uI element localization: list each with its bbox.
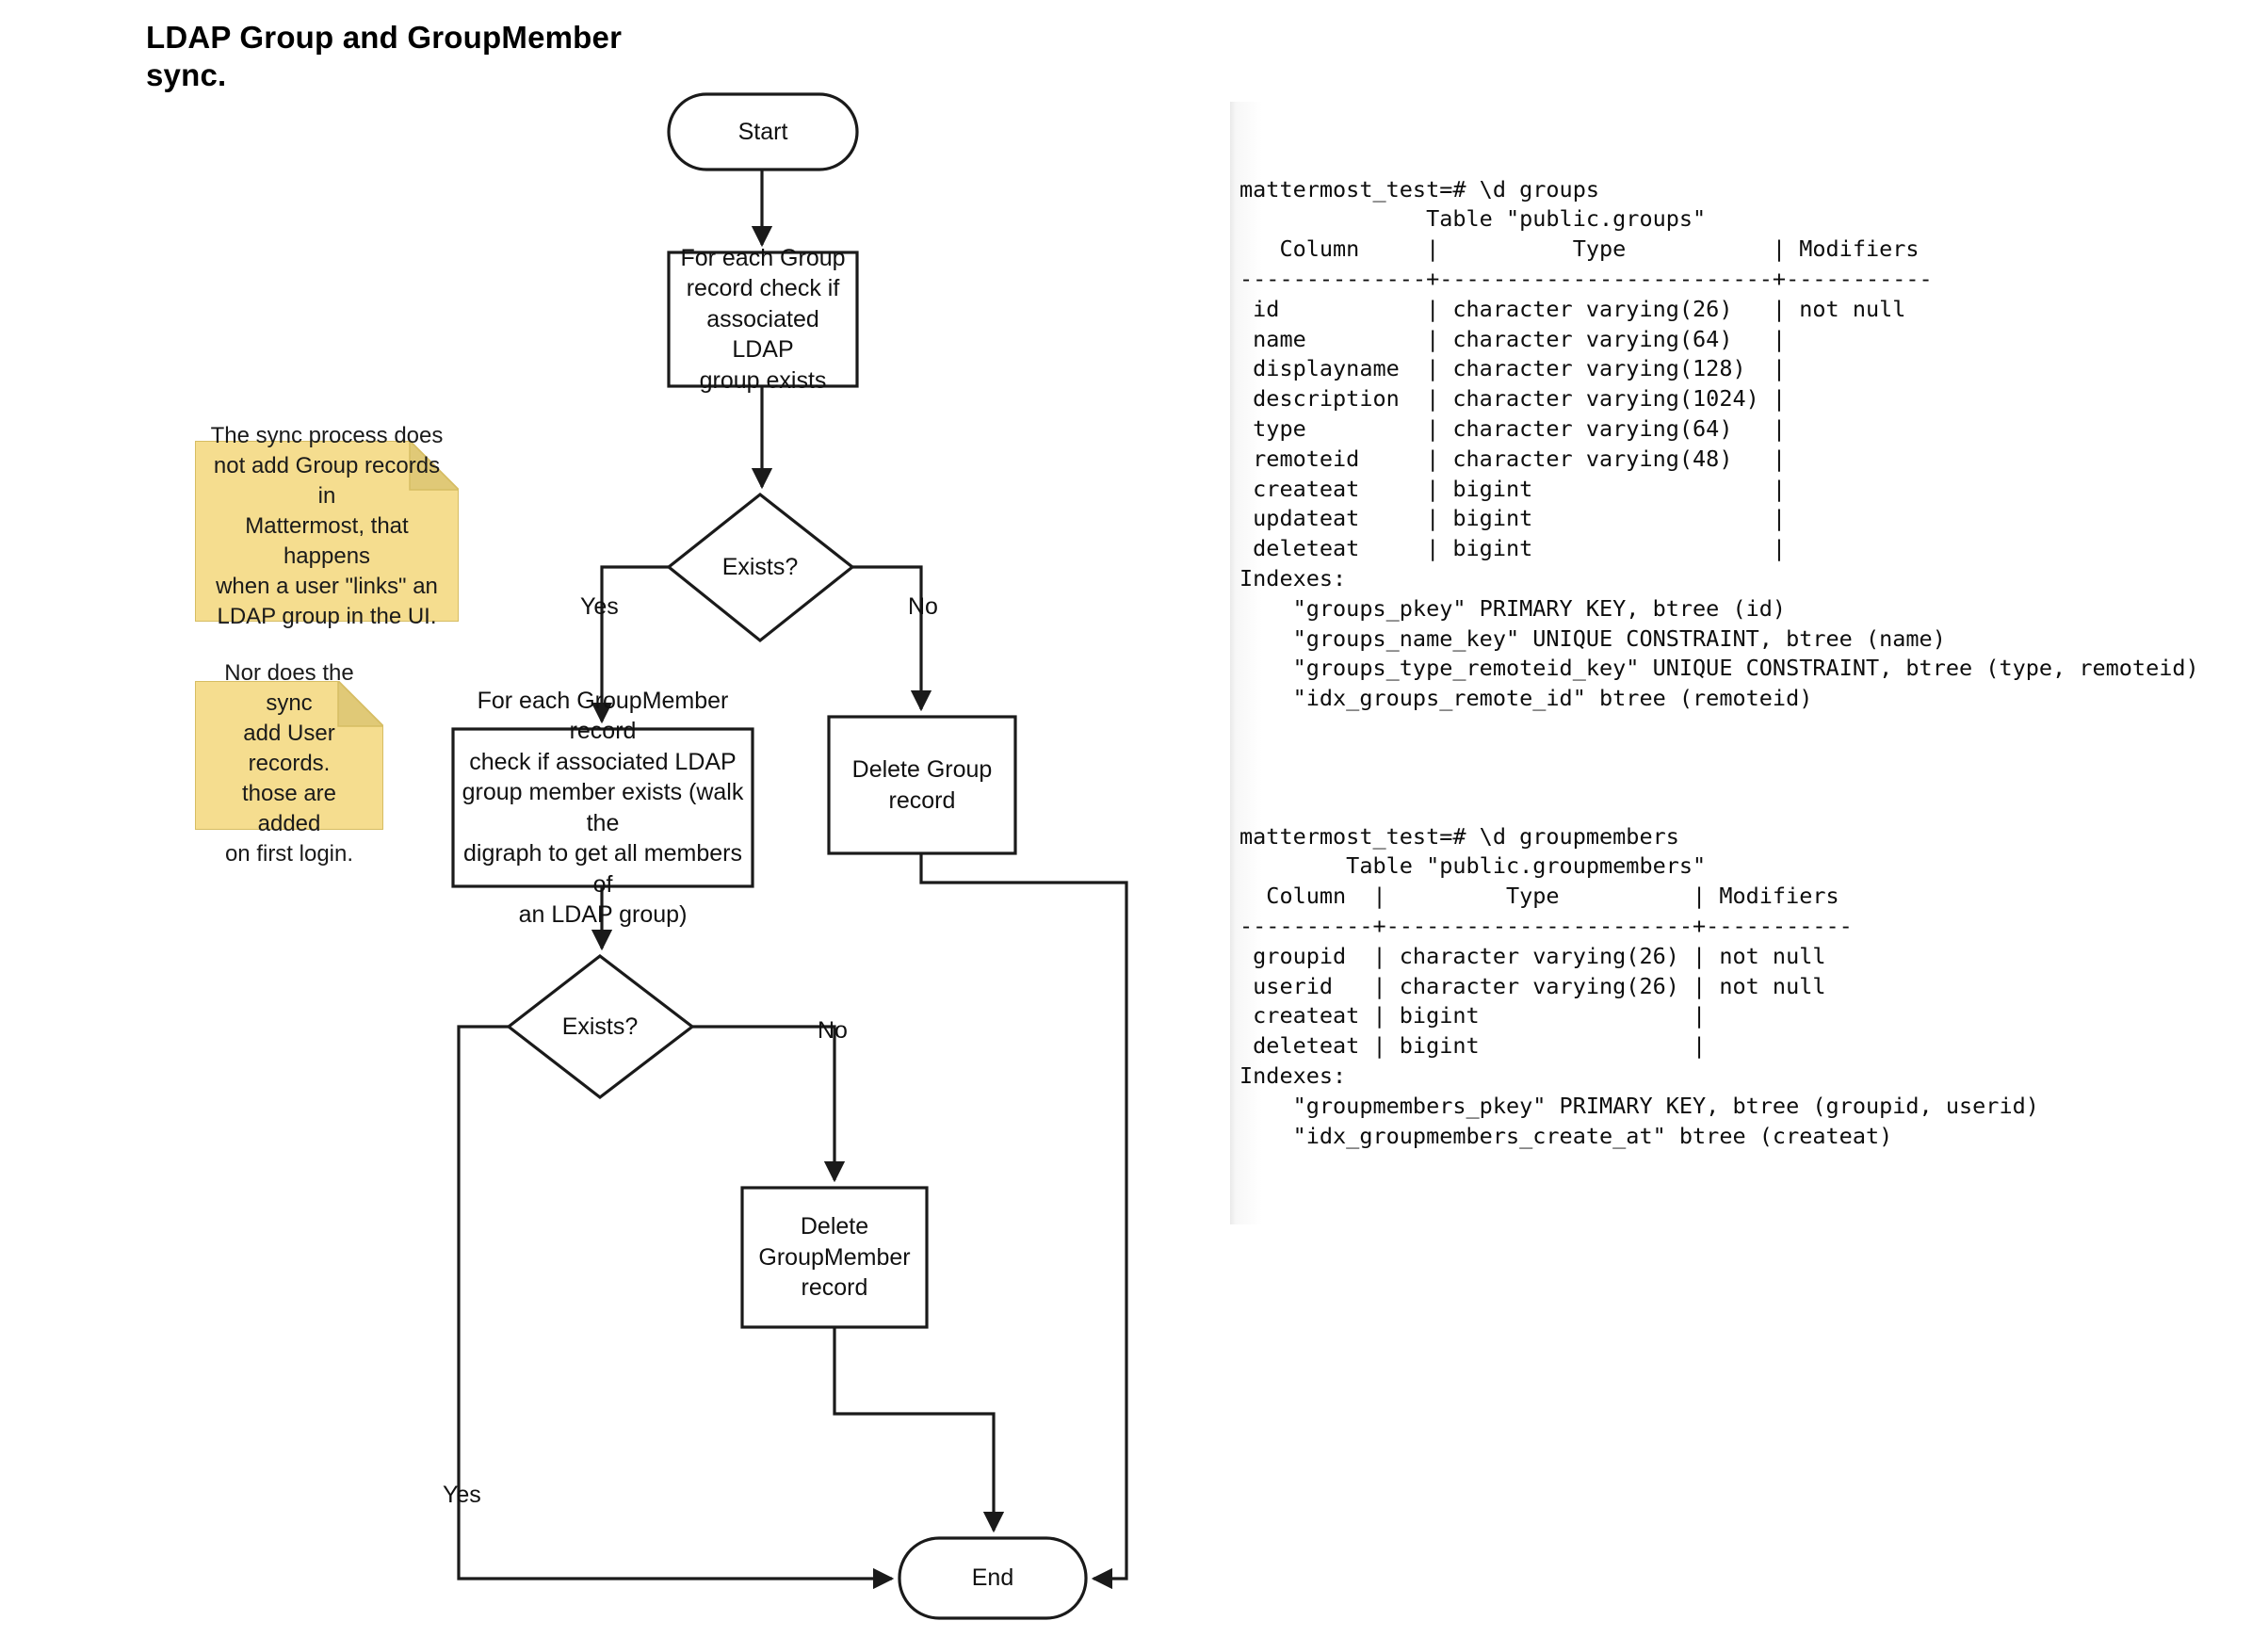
- node-start-label: Start: [737, 118, 788, 145]
- note-user-records: Nor does the sync add User records. thos…: [195, 660, 383, 867]
- terminal-groups-output: mattermost_test=# \d groups Table "publi…: [1239, 175, 2199, 712]
- terminal-groupmembers-output: mattermost_test=# \d groupmembers Table …: [1239, 822, 2039, 1149]
- edge-label-exists2-no: No: [818, 1017, 848, 1044]
- edge-exists2-yes: [457, 1025, 895, 1590]
- note-group-records: The sync process does not add Group reco…: [195, 423, 459, 629]
- edge-deletegroup-to-end: [919, 854, 1128, 1590]
- node-for-each-group-shape: [667, 251, 859, 388]
- node-delete-group-label: Delete Group record: [851, 756, 993, 814]
- node-delete-group-shape: [827, 715, 1017, 855]
- page-title: LDAP Group and GroupMember sync.: [146, 20, 623, 93]
- node-end-shape: [898, 1536, 1088, 1620]
- node-exists-1-shape: [666, 492, 855, 643]
- edge-exists2-no: [692, 1025, 846, 1183]
- note-user-records-shape: [195, 681, 383, 830]
- node-exists-1-label: Exists?: [721, 553, 799, 580]
- node-exists-2-shape: [506, 953, 695, 1100]
- edge-label-exists2-yes: Yes: [443, 1482, 481, 1508]
- note-group-records-shape: [195, 441, 459, 622]
- edge-deletegroupmember-to-end: [833, 1328, 1005, 1533]
- terminal-groups: mattermost_test=# \d groups Table "publi…: [1230, 102, 2219, 818]
- edge-label-exists1-yes: Yes: [580, 593, 619, 620]
- edge-exists1-yes: [591, 565, 669, 724]
- note-user-records-text: Nor does the sync add User records. thos…: [224, 660, 354, 867]
- node-delete-groupmember-shape: [740, 1186, 929, 1329]
- node-end-label: End: [971, 1564, 1014, 1592]
- node-exists-2-label: Exists?: [561, 1013, 639, 1040]
- terminal-groupmembers: mattermost_test=# \d groupmembers Table …: [1230, 749, 2219, 1224]
- edge-label-exists1-no: No: [908, 593, 938, 620]
- note-group-records-text: The sync process does not add Group reco…: [210, 423, 444, 628]
- node-delete-groupmember-label: Delete GroupMember record: [758, 1213, 911, 1302]
- node-for-each-groupmember-label: For each GroupMember record check if ass…: [462, 687, 744, 929]
- node-for-each-group-label: For each Group record check if associate…: [680, 244, 846, 394]
- edge-exists1-no: [852, 565, 932, 712]
- node-start-shape: [667, 92, 859, 171]
- node-for-each-groupmember-shape: [451, 727, 754, 888]
